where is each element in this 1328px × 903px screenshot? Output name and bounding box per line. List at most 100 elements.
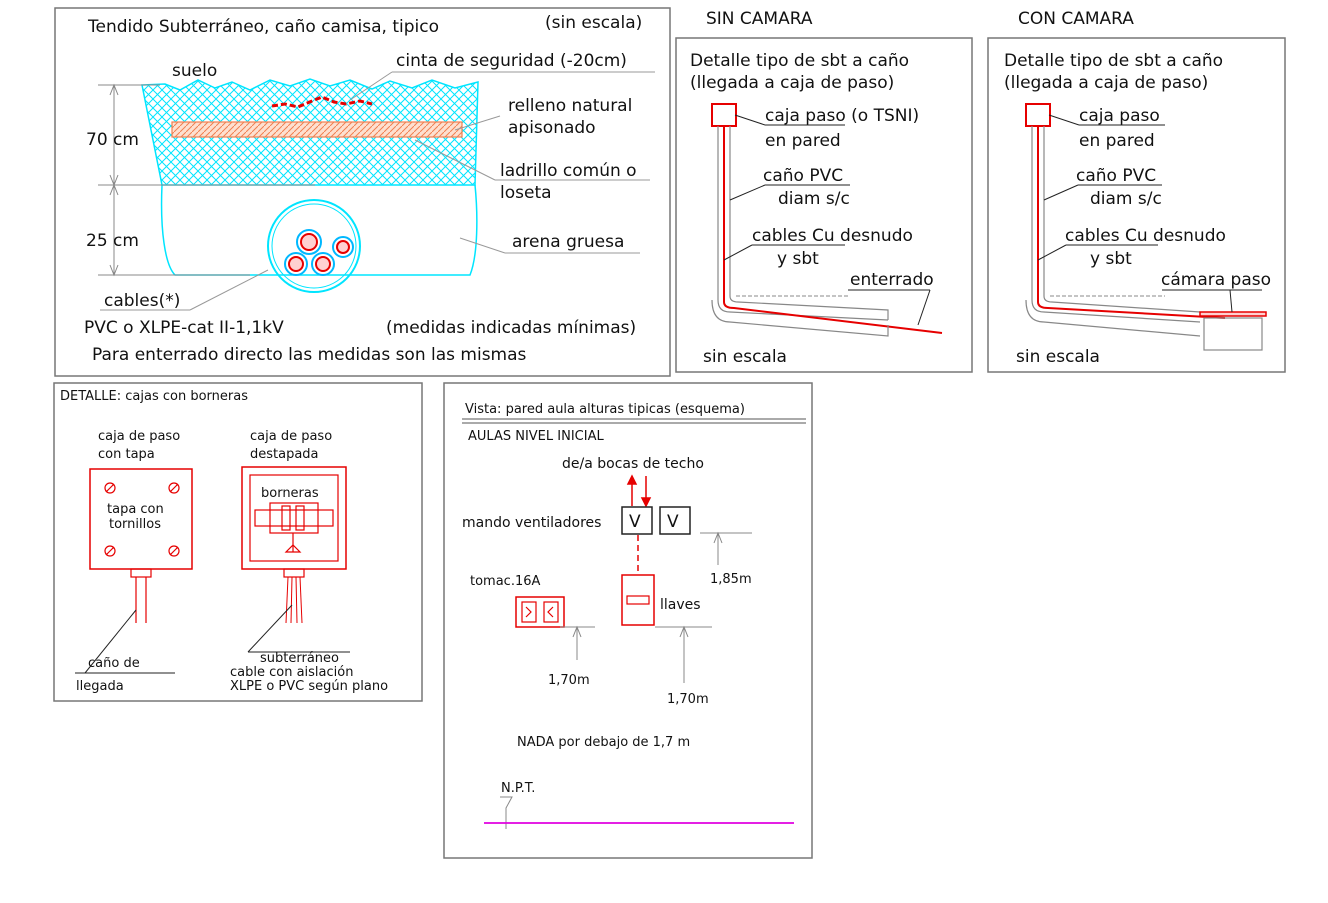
box1-label-1: caja de paso (98, 429, 180, 444)
conduit-bottom (711, 299, 889, 337)
no-scale-label: sin escala (703, 347, 787, 367)
cable-run (1037, 126, 1226, 319)
panel-frame (675, 37, 973, 373)
cable-type-label: PVC o XLPE-cat II-1,1kV (84, 318, 284, 338)
conduit-outer (1031, 126, 1201, 323)
brick-label-2: loseta (500, 183, 552, 203)
fan-control-1-label: V (629, 512, 641, 532)
leader-lines (1037, 114, 1262, 313)
chamber-label: cámara paso (1161, 270, 1271, 290)
leader-lines (75, 604, 350, 674)
open-box-inner (249, 474, 339, 562)
tape-label: cinta de seguridad (-20cm) (396, 51, 627, 71)
detail-title-1: Detalle tipo de sbt a caño (1004, 51, 1223, 71)
detail-title-2: (llegada a caja de paso) (1004, 73, 1208, 93)
switches-box (621, 574, 655, 626)
dimension-lines (98, 83, 315, 277)
screw-icons (104, 482, 180, 557)
fan-control-1 (621, 506, 653, 535)
dim-70cm: 70 cm (86, 130, 139, 150)
fan-control-label: mando ventiladores (462, 515, 601, 531)
detail-title-2: (llegada a caja de paso) (690, 73, 894, 93)
conduit-coupling (130, 568, 152, 578)
switch-icon (626, 595, 650, 605)
cable-bundle (285, 576, 303, 624)
ceiling-boxes-label: de/a bocas de techo (562, 456, 704, 472)
conduit-outer (717, 126, 889, 321)
floor-level-marker (500, 796, 513, 829)
sand-label: arena gruesa (512, 232, 624, 252)
conduit-label-2: diam s/c (1090, 189, 1162, 209)
terminals-label: borneras (261, 486, 319, 501)
height-185: 1,85m (710, 572, 752, 587)
panel-frame (987, 37, 1286, 373)
junction-box (711, 103, 737, 127)
conduit-bottom (1025, 299, 1201, 337)
panel-frame (443, 382, 813, 859)
fan-control-2 (659, 506, 691, 535)
box-label-2: en pared (765, 131, 841, 151)
cable-insulation-label: cable con aislación (230, 665, 353, 680)
soil-label: suelo (172, 61, 217, 81)
fill-label-1: relleno natural (508, 96, 632, 116)
conduit-inner (729, 126, 889, 320)
brick-hatch (172, 122, 462, 137)
sleeve-pipe (267, 199, 361, 293)
open-box-outer (241, 466, 347, 570)
brick-label-1: ladrillo común o (500, 161, 637, 181)
height-170-switches: 1,70m (667, 692, 709, 707)
dim-170 (560, 625, 712, 683)
con-camara-header: CON CAMARA (1018, 9, 1134, 29)
view-title: Vista: pared aula alturas tipicas (esque… (465, 402, 745, 417)
no-scale-label: sin escala (1016, 347, 1100, 367)
direct-burial-note: Para enterrado directo las medidas son l… (92, 345, 527, 365)
floor-level-label: N.P.T. (501, 781, 535, 796)
junction-box (1025, 103, 1051, 127)
lid-label-2: tornillos (109, 517, 161, 532)
cables-label: cables(*) (104, 291, 180, 311)
outlet-icon (521, 601, 559, 623)
leader-lines (723, 114, 931, 326)
panel-frame (54, 7, 671, 377)
cables-label-1: cables Cu desnudo (1065, 226, 1226, 246)
cables-label-2: y sbt (777, 249, 819, 269)
box2-label-2: destapada (250, 447, 319, 462)
terminal-block (254, 502, 334, 553)
switches-label: llaves (660, 597, 701, 613)
panel-boxes-detail: DETALLE: cajas con borneras caja de paso… (53, 382, 423, 702)
trench-title: Tendido Subterráneo, caño camisa, tipico (87, 17, 439, 37)
conduit-label-1: caño de (88, 656, 140, 671)
outlet-box (515, 596, 565, 628)
leader-lines (100, 71, 655, 311)
box-label-1: caja paso (o TSNI) (765, 106, 919, 126)
detail-title: DETALLE: cajas con borneras (60, 389, 248, 404)
cable-run (723, 126, 943, 334)
panel-wall-view: Vista: pared aula alturas tipicas (esque… (443, 382, 813, 859)
lid-label-1: tapa con (107, 502, 164, 517)
nothing-below-note: NADA por debajo de 1,7 m (517, 735, 690, 750)
box2-label-1: caja de paso (250, 429, 332, 444)
underground-label: subterráneo (260, 651, 339, 666)
buried-label: enterrado (850, 270, 934, 290)
view-subtitle: AULAS NIVEL INICIAL (468, 429, 604, 444)
cables-label-1: cables Cu desnudo (752, 226, 913, 246)
conduit-coupling (283, 568, 305, 578)
panel-sin-camara: SIN CAMARA Detalle tipo de sbt a caño (l… (675, 9, 973, 373)
sleeve-pipe-inner (271, 203, 357, 289)
panel-underground-trench: Tendido Subterráneo, caño camisa, tipico… (54, 7, 671, 377)
sin-camara-header: SIN CAMARA (706, 9, 813, 29)
conduit-inner (1043, 126, 1201, 313)
cable-cross-sections (284, 229, 354, 276)
conduit-label-1: caño PVC (763, 166, 843, 186)
dim-185 (700, 531, 752, 565)
panel-frame (53, 382, 423, 702)
ceiling-arrows (626, 474, 652, 508)
detail-title-1: Detalle tipo de sbt a caño (690, 51, 909, 71)
chamber-lid (1199, 311, 1267, 317)
box-label-2: en pared (1079, 131, 1155, 151)
panel-con-camara: CON CAMARA Detalle tipo de sbt a caño (l… (987, 9, 1286, 373)
min-measures-label: (medidas indicadas mínimas) (386, 318, 636, 338)
xlpe-label: XLPE o PVC según plano (230, 679, 388, 694)
scale-note: (sin escala) (545, 13, 642, 33)
